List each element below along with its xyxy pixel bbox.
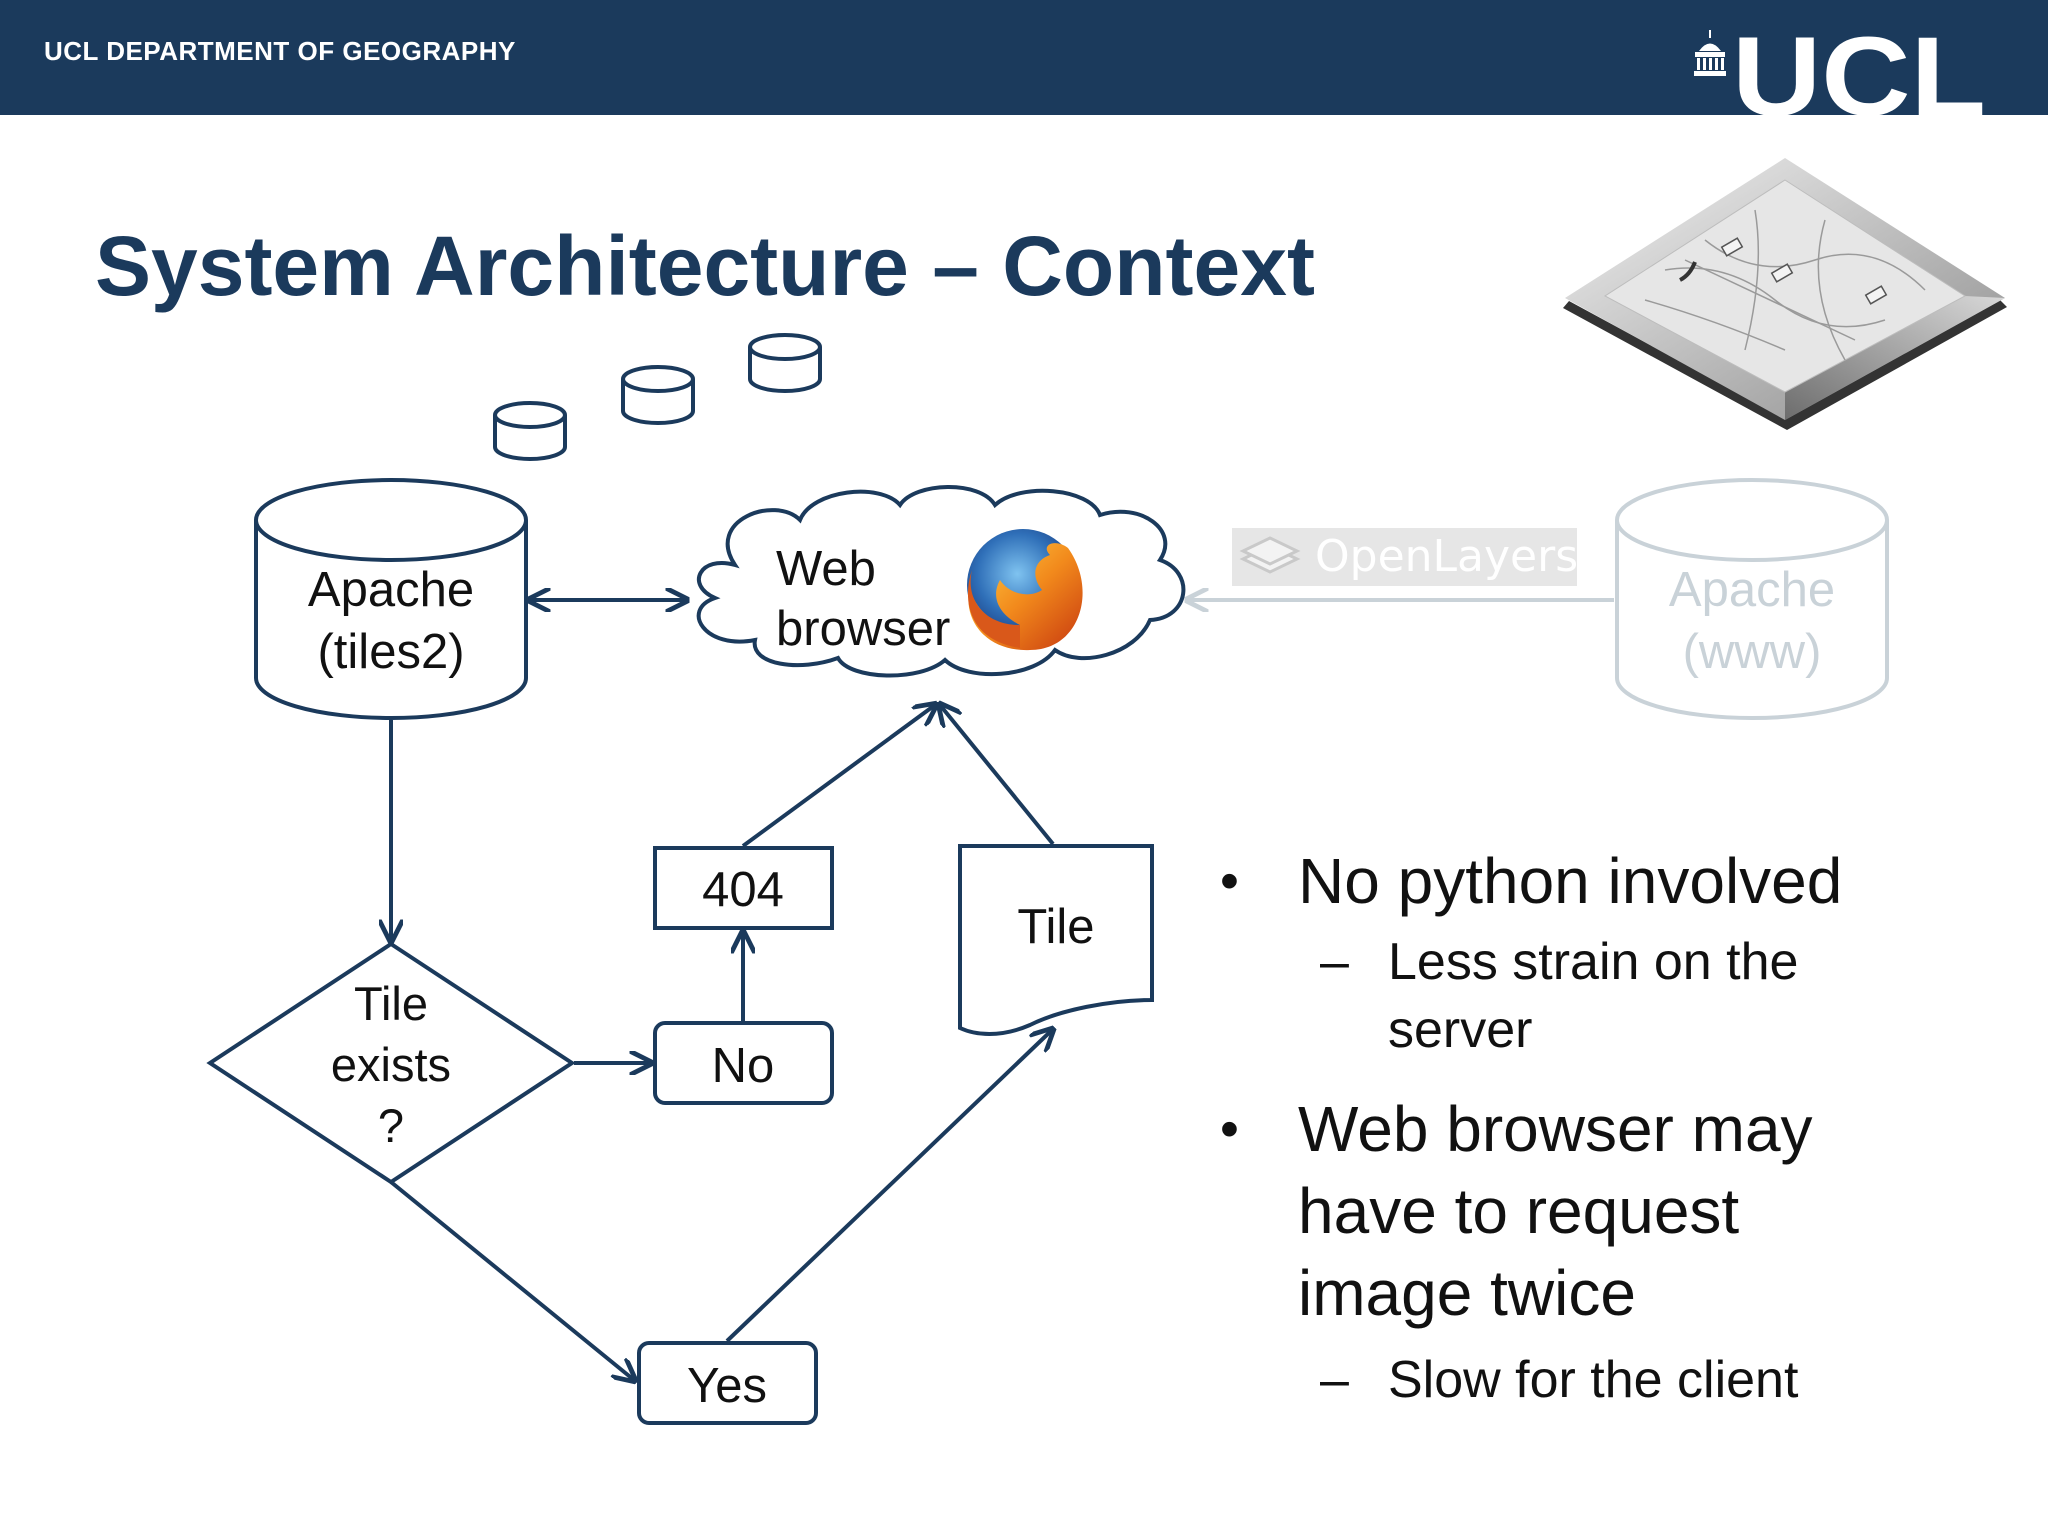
sub-bullet-marker: – bbox=[1320, 933, 1349, 991]
apache-tiles-label: Apache bbox=[308, 563, 474, 617]
bullet-text: No python involved bbox=[1298, 845, 1843, 917]
decision-label-3: ? bbox=[378, 1099, 404, 1152]
web-browser-label: Web bbox=[776, 542, 876, 596]
decision-label-1: Tile bbox=[354, 977, 428, 1030]
yes-box: Yes bbox=[637, 1341, 818, 1425]
yes-tile-connector bbox=[725, 1030, 1052, 1343]
openlayers-icon bbox=[1239, 536, 1301, 574]
sub-bullet-item: – Slow for the client bbox=[1220, 1346, 2020, 1414]
map-tile-icon bbox=[1563, 158, 2007, 430]
openlayers-badge: OpenLayers bbox=[1232, 528, 1578, 586]
tile-label: Tile bbox=[1017, 900, 1094, 954]
apache-tiles-sublabel: (tiles2) bbox=[317, 625, 464, 679]
department-name: UCL DEPARTMENT OF GEOGRAPHY bbox=[44, 36, 516, 66]
bullet-item: • No python involved bbox=[1220, 840, 2020, 922]
bullet-item: • Web browser may have to request image … bbox=[1220, 1088, 2020, 1334]
bullet-marker: • bbox=[1220, 1099, 1239, 1159]
web-browser-cloud: Web browser bbox=[696, 485, 1186, 678]
bullet-list: • No python involved – Less strain on th… bbox=[1220, 840, 2020, 1414]
decision-label-2: exists bbox=[331, 1038, 451, 1091]
decision-yes-connector bbox=[389, 1180, 634, 1380]
bullet-marker: • bbox=[1220, 851, 1239, 911]
openlayers-label: OpenLayers bbox=[1315, 531, 1578, 582]
apache-tiles-server: Apache (tiles2) bbox=[254, 478, 528, 720]
bullet-text-line: Web browser may bbox=[1298, 1093, 1813, 1165]
bullet-text-line: image twice bbox=[1298, 1257, 1636, 1329]
not-found-box: 404 bbox=[653, 846, 834, 930]
sub-bullet-marker: – bbox=[1320, 1351, 1349, 1409]
404-browser-connector bbox=[741, 705, 935, 848]
yes-label: Yes bbox=[687, 1359, 767, 1413]
database-icon bbox=[621, 365, 695, 425]
sub-bullet-line: server bbox=[1388, 1001, 1533, 1059]
not-found-label: 404 bbox=[702, 863, 784, 917]
database-icon bbox=[748, 333, 822, 393]
ucl-logo-text: UCL bbox=[1732, 18, 1986, 115]
apache-www-server: Apache (www) bbox=[1615, 478, 1889, 720]
bullet-text-line: have to request bbox=[1298, 1175, 1740, 1247]
no-label: No bbox=[712, 1039, 775, 1093]
sub-bullet-line: Slow for the client bbox=[1388, 1351, 1799, 1409]
tile-exists-decision: Tile exists ? bbox=[206, 941, 576, 1185]
header-bar: UCL DEPARTMENT OF GEOGRAPHY UCL bbox=[0, 0, 2048, 115]
sub-bullet-item: – Less strain on the server bbox=[1220, 928, 2020, 1064]
sub-bullet-line: Less strain on the bbox=[1388, 933, 1799, 991]
firefox-icon bbox=[967, 529, 1083, 651]
tile-browser-connector bbox=[940, 705, 1055, 846]
no-box: No bbox=[653, 1021, 834, 1105]
web-browser-sublabel: browser bbox=[776, 602, 950, 656]
apache-www-label: Apache bbox=[1669, 563, 1835, 617]
ucl-logo: UCL bbox=[1694, 18, 1986, 115]
tile-document: Tile bbox=[958, 844, 1154, 1036]
database-icon bbox=[493, 401, 567, 461]
ucl-portico-icon bbox=[1694, 30, 1726, 76]
apache-www-sublabel: (www) bbox=[1683, 625, 1822, 679]
slide-title: System Architecture – Context bbox=[95, 219, 1315, 313]
